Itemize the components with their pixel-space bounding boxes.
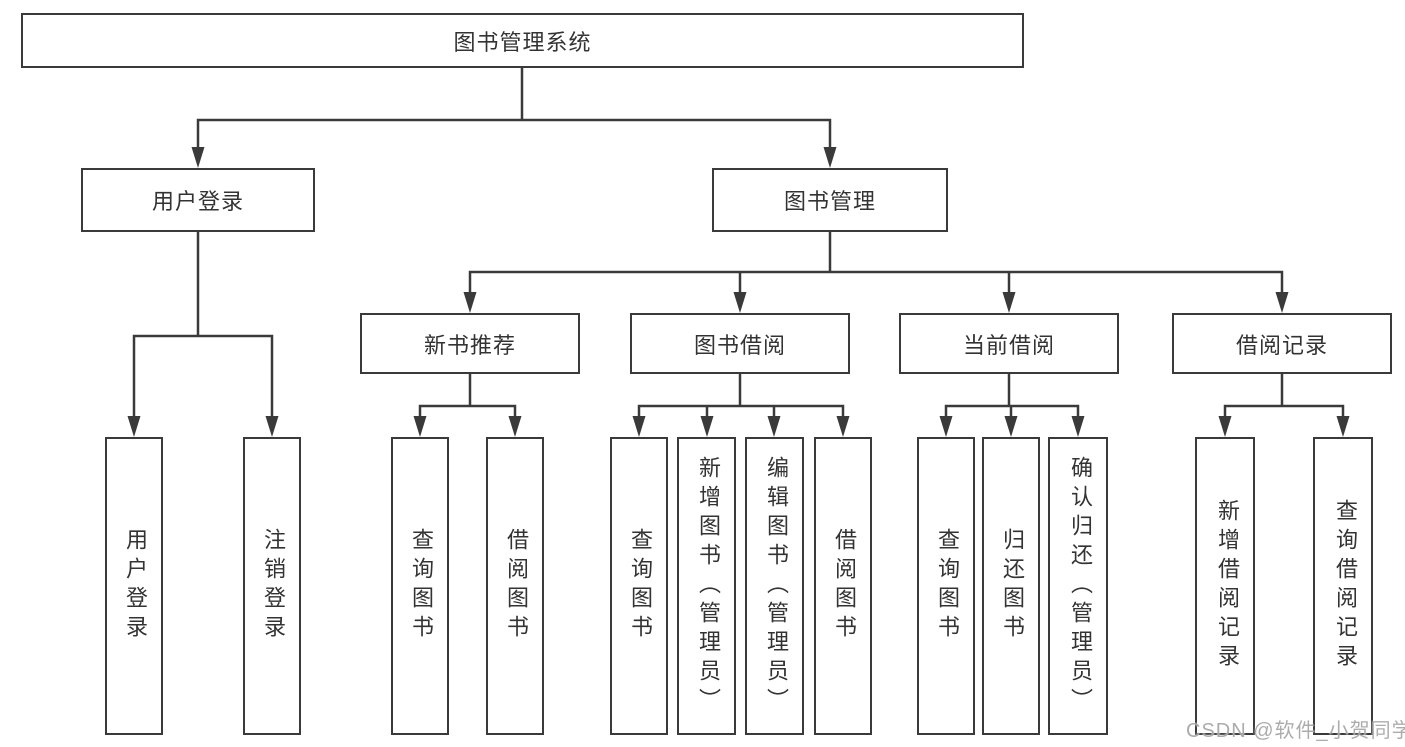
node-book-borrow: 图书借阅	[630, 313, 850, 374]
leaf-current-query-books: 查询图书	[917, 437, 975, 735]
leaf-add-borrow-record: 新增借阅记录	[1195, 437, 1255, 735]
leaf-logout: 注销登录	[243, 437, 301, 735]
leaf-recommend-query-books: 查询图书	[391, 437, 449, 735]
leaf-return-book: 归还图书	[982, 437, 1040, 735]
leaf-add-book-admin: 新增图书（管理员）	[677, 437, 736, 735]
node-new-book-recommend: 新书推荐	[360, 313, 580, 374]
leaf-edit-book-admin: 编辑图书（管理员）	[745, 437, 804, 735]
leaf-query-borrow-record: 查询借阅记录	[1313, 437, 1373, 735]
node-root: 图书管理系统	[21, 13, 1024, 68]
leaf-recommend-borrow-books: 借阅图书	[486, 437, 544, 735]
node-book-management: 图书管理	[712, 168, 948, 232]
node-user-login: 用户登录	[81, 168, 315, 232]
leaf-borrow-books: 借阅图书	[814, 437, 872, 735]
leaf-borrow-query-books: 查询图书	[610, 437, 668, 735]
watermark: CSDN @软件_小贺同学	[1186, 720, 1405, 742]
leaf-user-login: 用户登录	[105, 437, 163, 735]
node-current-borrow: 当前借阅	[899, 313, 1119, 374]
leaf-confirm-return-admin: 确认归还（管理员）	[1048, 437, 1108, 735]
node-borrow-records: 借阅记录	[1172, 313, 1392, 374]
